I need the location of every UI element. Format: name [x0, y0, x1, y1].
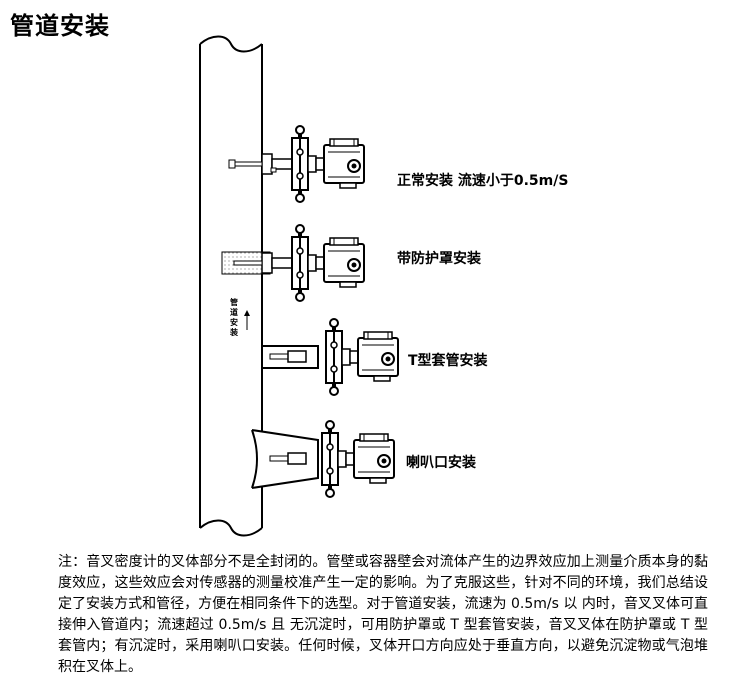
label-normal-installation: 正常安装 流速小于0.5m/S: [397, 173, 569, 189]
label-shield-installation: 带防护罩安装: [397, 251, 481, 267]
normal-installation-drawing: [228, 125, 365, 203]
label-pipe-vertical: 管道安装: [230, 298, 238, 337]
page-title: 管道安装: [10, 12, 110, 40]
shield-installation-drawing: [221, 224, 365, 302]
installation-note: 注：音叉密度计的叉体部分不是全封闭的。管壁或容器壁会对流体产生的边界效应加上测量…: [58, 554, 708, 675]
flow-arrow-icon: [244, 310, 250, 330]
installation-diagram: [199, 35, 399, 537]
label-horn-installation: 喇叭口安装: [406, 455, 476, 471]
label-tpipe-installation: T型套管安装: [408, 353, 488, 369]
tpipe-installation-drawing: [261, 318, 399, 396]
horn-installation-drawing: [251, 420, 395, 498]
